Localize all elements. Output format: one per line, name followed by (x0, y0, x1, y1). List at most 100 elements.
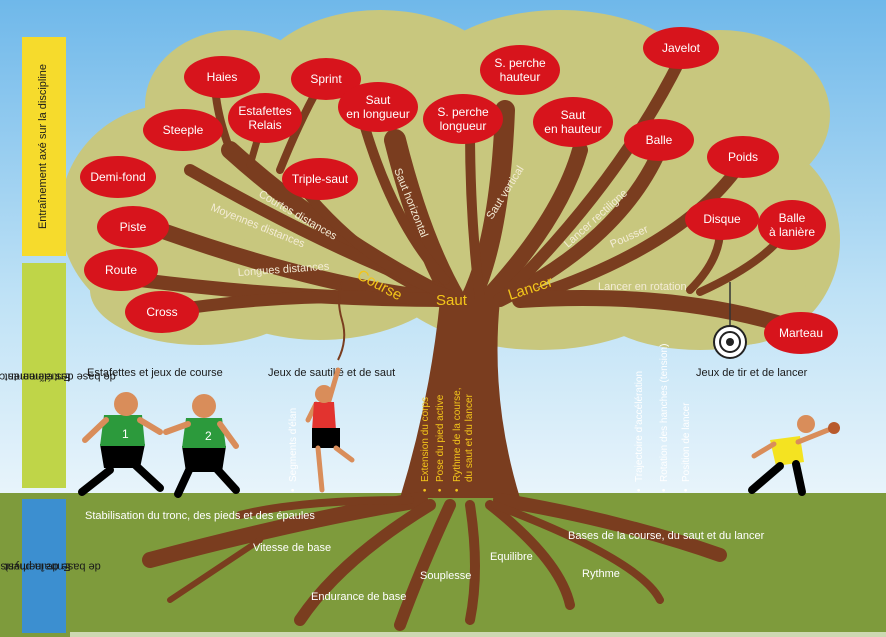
bubble-poids (707, 136, 779, 178)
label-relais: Relais (248, 118, 281, 132)
label-disque: Disque (703, 212, 741, 226)
label-saut-longueur-2: en longueur (346, 107, 409, 121)
runner-1-figure (78, 392, 164, 496)
bubble-demi-fond (80, 156, 156, 198)
bubble-cross (125, 291, 199, 333)
label-balle-laniere-2: à lanière (769, 225, 815, 239)
key-element-labels: Estafettes et jeux de course Jeux de sau… (87, 367, 808, 379)
label-balle: Balle (646, 133, 673, 147)
label-segments: Segments d'élan (288, 408, 299, 482)
label-steeple: Steeple (163, 123, 204, 137)
root-rythme: Rythme (582, 568, 620, 580)
hanging-rope (337, 281, 346, 361)
bubble-perche-hauteur (480, 45, 560, 95)
label-sautille: Jeux de sautillé et de saut (268, 367, 395, 379)
label-saut-hauteur-2: en hauteur (544, 122, 601, 136)
label-trajectoire: Trajectoire d'accélération (634, 371, 645, 482)
bubble-piste (97, 206, 169, 248)
label-rythme-2: du saut et du lancer (464, 393, 475, 482)
label-estafettes: Estafettes (238, 104, 291, 118)
bubble-perche-longueur (423, 94, 503, 144)
label-piste: Piste (120, 220, 147, 234)
label-perche-hauteur-1: S. perche (494, 56, 546, 70)
jumper-figure (305, 367, 355, 493)
segments-list: • Segments d'élan (288, 408, 299, 492)
bullet-trajectoire: • (634, 488, 645, 492)
label-tir-lancer: Jeux de tir et de lancer (696, 367, 808, 379)
root-bases: Bases de la course, du saut et du lancer (568, 530, 765, 542)
bullet-rythme: • (452, 488, 463, 492)
runner-2-figure (163, 394, 240, 498)
label-extension: Extension du corps (420, 397, 431, 482)
label-estafettes-jeux: Estafettes et jeux de course (87, 367, 223, 379)
root-endurance: Endurance de base (311, 591, 406, 603)
label-perche-hauteur-2: hauteur (500, 70, 541, 84)
label-route: Route (105, 263, 137, 277)
side-label-key-elements-line2: de base des éléments clés (0, 370, 116, 382)
bubble-sprint (291, 58, 361, 100)
target-icon (713, 282, 747, 359)
side-label-physis-line2: de base de la physis (0, 560, 101, 573)
bubble-balle-laniere (758, 200, 826, 250)
tree-roots (142, 492, 727, 631)
tree-trunk (400, 300, 520, 498)
root-stabilisation: Stabilisation du tronc, des pieds et des… (85, 510, 315, 522)
tree-branches (133, 54, 808, 338)
label-sprint: Sprint (310, 72, 342, 86)
root-labels: Stabilisation du tronc, des pieds et des… (85, 510, 765, 603)
bullet-pose-pied: • (435, 488, 446, 492)
ground-bottom-strip (70, 632, 886, 637)
bubble-estafettes (228, 93, 302, 143)
label-poids: Poids (728, 150, 758, 164)
side-panel-discipline: Entraînement axé sur la discipline (22, 37, 66, 256)
branch-lancer-rotation: Lancer en rotation (598, 281, 687, 293)
label-javelot: Javelot (662, 41, 701, 55)
bubble-route (84, 249, 158, 291)
category-saut: Saut (436, 292, 468, 309)
discipline-bubbles (80, 27, 838, 354)
label-haies: Haies (207, 70, 238, 84)
bullet-position-lancer: • (681, 488, 692, 492)
label-rythme-1: Rythme de la course, (452, 388, 463, 483)
label-balle-laniere-1: Balle (779, 211, 806, 225)
bullet-extension: • (420, 488, 431, 492)
label-saut-hauteur-1: Saut (561, 108, 586, 122)
label-perche-longueur-1: S. perche (437, 105, 489, 119)
bubble-saut-hauteur (533, 97, 613, 147)
root-souplesse: Souplesse (420, 570, 471, 582)
label-marteau: Marteau (779, 326, 823, 340)
label-pose-pied: Pose du pied active (435, 394, 446, 482)
label-rotation-hanches: Rotation des hanches (tension) (659, 344, 670, 482)
side-label-discipline: Entraînement axé sur la discipline (37, 63, 50, 230)
bubble-saut-longueur (338, 82, 418, 132)
label-perche-longueur-2: longueur (440, 119, 487, 133)
root-equilibre: Equilibre (490, 551, 533, 563)
thrower-figure (748, 415, 840, 496)
bubble-marteau (764, 312, 838, 354)
bubble-balle (624, 119, 694, 161)
label-demi-fond: Demi-fond (90, 170, 145, 184)
bubble-javelot (643, 27, 719, 69)
root-vitesse: Vitesse de base (253, 542, 331, 554)
discipline-labels: Haies Sprint Estafettes Relais Steeple D… (90, 41, 823, 340)
throw-list: • Trajectoire d'accélération • Rotation … (634, 344, 692, 492)
bubble-steeple (143, 109, 223, 151)
trunk-list: • Extension du corps • Pose du pied acti… (420, 388, 475, 493)
runner-1-bib: 1 (122, 427, 129, 441)
label-cross: Cross (146, 305, 177, 319)
bullet-rotation-hanches: • (659, 488, 670, 492)
side-label-physis: Entraînement de base de la physis (0, 516, 100, 616)
side-panel-physis: Entraînement de base de la physis (0, 499, 101, 633)
label-triple-saut: Triple-saut (292, 172, 349, 186)
side-label-key-elements: Entraînement de base des éléments clés (0, 310, 116, 440)
label-saut-longueur-1: Saut (366, 93, 391, 107)
bubble-haies (184, 56, 260, 98)
bubble-disque (685, 198, 759, 240)
bubble-triple-saut (282, 158, 358, 200)
side-panel-key-elements: Entraînement de base des éléments clés (0, 263, 116, 488)
runner-2-bib: 2 (205, 429, 212, 443)
bullet-segments: • (288, 488, 299, 492)
label-position-lancer: Position de lancer (681, 402, 692, 482)
